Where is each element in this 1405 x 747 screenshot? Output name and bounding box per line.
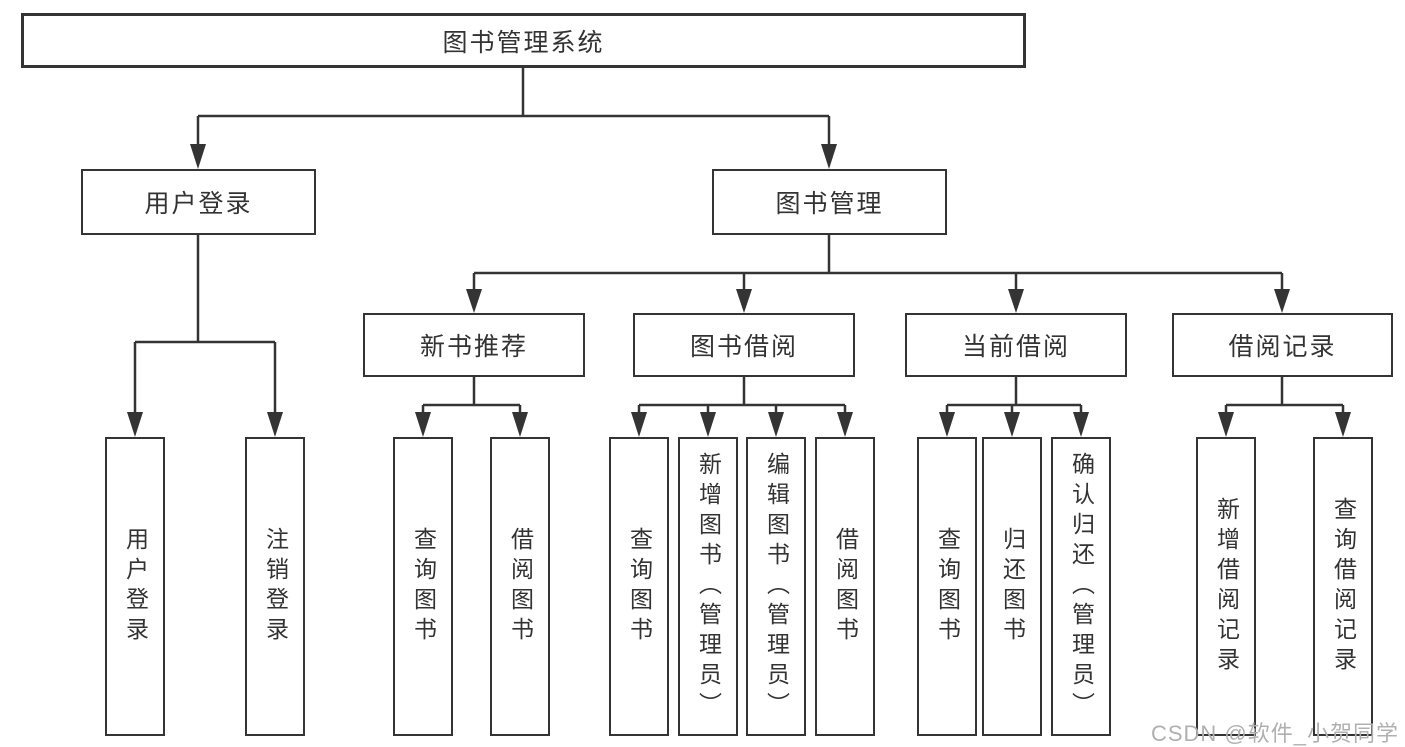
node-borrow-records: 借阅记录 [1172, 313, 1393, 377]
node-edit-book-admin: 编辑图书（管理员） [746, 437, 806, 736]
node-new-book-recommend-label: 新书推荐 [419, 333, 528, 361]
node-borrow-books: 借阅图书 [815, 437, 875, 736]
node-root-label: 图书管理系统 [442, 28, 605, 57]
node-add-borrow-record: 新增借阅记录 [1196, 437, 1256, 736]
node-add-book-admin: 新增图书（管理员） [678, 437, 738, 736]
node-recommend-borrow-books: 借阅图书 [490, 437, 550, 736]
node-edit-book-admin-label: 编辑图书（管理员） [763, 451, 790, 722]
node-logout-label: 注销登录 [262, 526, 289, 647]
node-logout: 注销登录 [245, 437, 305, 736]
node-book-management: 图书管理 [712, 169, 947, 235]
node-new-book-recommend: 新书推荐 [363, 313, 585, 377]
node-borrow-query-books-label: 查询图书 [626, 526, 653, 647]
node-login: 用户登录 [105, 437, 165, 736]
node-borrow-query-books: 查询图书 [609, 437, 669, 736]
node-current-borrow: 当前借阅 [905, 313, 1127, 377]
node-root: 图书管理系统 [21, 13, 1026, 68]
node-borrow-books-label: 借阅图书 [832, 526, 859, 647]
node-current-query-books-label: 查询图书 [934, 526, 961, 647]
watermark: CSDN @软件_小贺同学 [1150, 721, 1399, 746]
node-book-borrow: 图书借阅 [633, 313, 855, 377]
node-query-borrow-record-label: 查询借阅记录 [1330, 496, 1357, 677]
node-user-login: 用户登录 [81, 169, 316, 235]
node-user-login-label: 用户登录 [144, 190, 253, 218]
node-return-book-label: 归还图书 [999, 526, 1026, 647]
node-add-book-admin-label: 新增图书（管理员） [695, 451, 722, 722]
node-book-management-label: 图书管理 [775, 190, 884, 218]
node-confirm-return-admin: 确认归还（管理员） [1051, 437, 1111, 736]
node-query-borrow-record: 查询借阅记录 [1313, 437, 1373, 736]
node-recommend-borrow-books-label: 借阅图书 [507, 526, 534, 647]
node-login-label: 用户登录 [122, 526, 149, 647]
node-add-borrow-record-label: 新增借阅记录 [1213, 496, 1240, 677]
node-current-query-books: 查询图书 [917, 437, 977, 736]
node-book-borrow-label: 图书借阅 [689, 333, 798, 361]
node-confirm-return-admin-label: 确认归还（管理员） [1068, 451, 1095, 722]
node-recommend-query-books: 查询图书 [393, 437, 453, 736]
node-return-book: 归还图书 [982, 437, 1042, 736]
node-recommend-query-books-label: 查询图书 [410, 526, 437, 647]
node-borrow-records-label: 借阅记录 [1228, 333, 1337, 361]
node-current-borrow-label: 当前借阅 [961, 333, 1070, 361]
